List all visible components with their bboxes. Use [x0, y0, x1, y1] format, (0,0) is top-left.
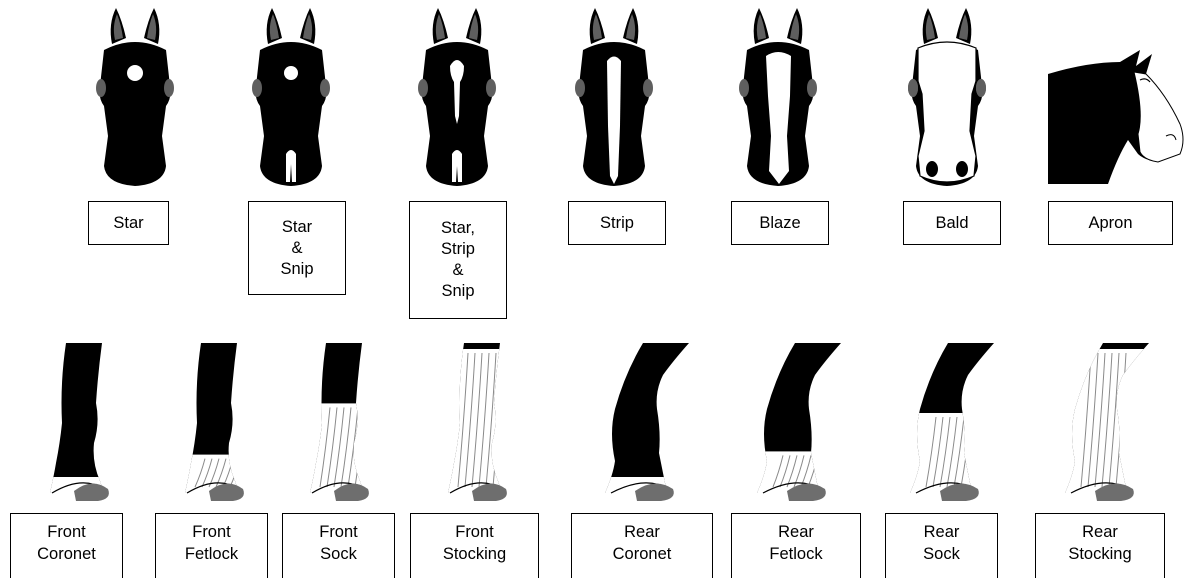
label-rear-coronet: Rear Coronet — [571, 513, 713, 578]
label-front-stocking: Front Stocking — [410, 513, 539, 578]
eye-right — [976, 79, 986, 97]
leg-rear-sock-illustration — [890, 343, 1000, 508]
eye-left — [418, 79, 428, 97]
head-shape — [100, 42, 171, 186]
label-rear-stocking: Rear Stocking — [1035, 513, 1165, 578]
nostril-left — [926, 161, 938, 177]
leg-front-coronet-illustration — [30, 343, 130, 508]
star-marking — [127, 65, 143, 81]
horse-head-blaze-illustration — [733, 6, 823, 186]
label-rear-fetlock: Rear Fetlock — [731, 513, 861, 578]
leg-rear-fetlock-illustration — [737, 343, 847, 508]
eye-right — [807, 79, 817, 97]
label-strip: Strip — [568, 201, 666, 245]
label-apron: Apron — [1048, 201, 1173, 245]
leg-front-stocking-illustration — [428, 343, 528, 508]
head-shape — [256, 42, 327, 186]
label-rear-sock: Rear Sock — [885, 513, 998, 578]
white-marking — [1045, 349, 1165, 494]
label-blaze: Blaze — [731, 201, 829, 245]
star-marking — [284, 66, 298, 80]
label-bald: Bald — [903, 201, 1001, 245]
leg-shape — [605, 343, 689, 493]
leg-front-sock-illustration — [290, 343, 390, 508]
eye-left — [96, 79, 106, 97]
horse-head-bald-illustration — [902, 6, 992, 186]
leg-rear-coronet-illustration — [585, 343, 695, 508]
horse-head-star-illustration — [90, 6, 180, 186]
leg-front-fetlock-illustration — [165, 343, 265, 508]
label-front-fetlock: Front Fetlock — [155, 513, 268, 578]
eye-right — [643, 79, 653, 97]
eye-right — [320, 79, 330, 97]
eye-left — [908, 79, 918, 97]
blaze-marking — [766, 52, 791, 184]
bald-marking — [918, 42, 976, 182]
horse-head-star-strip-snip-illustration — [412, 6, 502, 186]
apron-marking — [1134, 72, 1183, 162]
label-star: Star — [88, 201, 169, 245]
nostril-right — [956, 161, 968, 177]
label-star-strip-snip: Star, Strip & Snip — [409, 201, 507, 319]
eye-left — [575, 79, 585, 97]
eye-right — [164, 79, 174, 97]
leg-shape — [50, 343, 104, 493]
horse-head-strip-illustration — [569, 6, 659, 186]
label-star-snip: Star & Snip — [248, 201, 346, 295]
eye-left — [739, 79, 749, 97]
label-front-coronet: Front Coronet — [10, 513, 123, 578]
leg-rear-stocking-illustration — [1045, 343, 1155, 508]
white-marking — [890, 413, 1010, 494]
eye-right — [486, 79, 496, 97]
eye-left — [252, 79, 262, 97]
horse-head-star-snip-illustration — [246, 6, 336, 186]
horse-head-apron-illustration — [1048, 44, 1188, 184]
label-front-sock: Front Sock — [282, 513, 395, 578]
